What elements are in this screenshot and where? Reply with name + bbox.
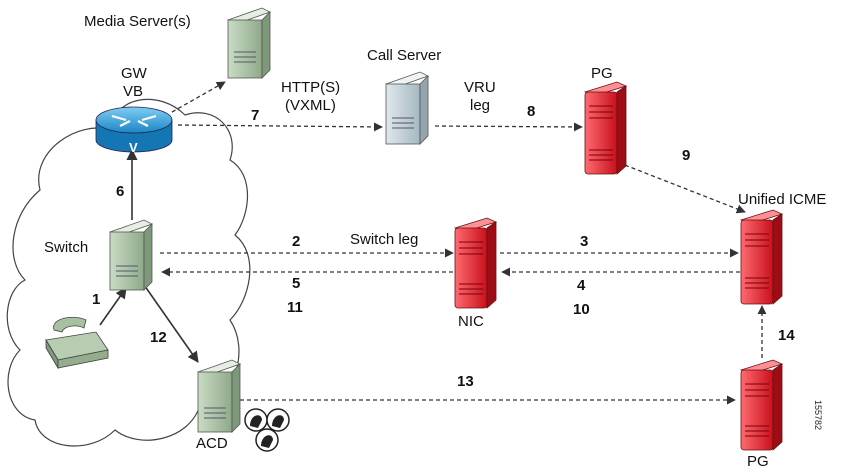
step-13: 13 bbox=[457, 373, 474, 390]
agents-icon bbox=[244, 408, 290, 452]
vxml-label: (VXML) bbox=[285, 97, 336, 114]
media-server-icon bbox=[226, 7, 272, 79]
step-9: 9 bbox=[682, 147, 690, 164]
step-2: 2 bbox=[292, 233, 300, 250]
acd-icon bbox=[196, 359, 242, 433]
pg-bottom-server-icon bbox=[739, 359, 784, 451]
step-4: 4 bbox=[577, 277, 586, 294]
step-8: 8 bbox=[527, 103, 535, 120]
unified-icme-label: Unified ICME bbox=[738, 191, 826, 208]
switch-label: Switch bbox=[44, 239, 88, 256]
call-server-icon bbox=[384, 71, 430, 145]
figure-id-label: 155782 bbox=[813, 400, 823, 430]
arrow-9-pg-to-icme bbox=[611, 159, 746, 214]
media-server-label: Media Server(s) bbox=[84, 13, 191, 30]
pg-bottom-label: PG bbox=[747, 453, 769, 470]
call-server-label: Call Server bbox=[367, 47, 441, 64]
step-7: 7 bbox=[251, 107, 259, 124]
vb-label: VB bbox=[123, 83, 143, 100]
gw-label: GW bbox=[121, 65, 148, 82]
arrow-1-phone-to-switch bbox=[99, 287, 127, 326]
acd-label: ACD bbox=[196, 435, 228, 452]
arrow-gw-to-media-server bbox=[171, 81, 226, 113]
step-6: 6 bbox=[116, 183, 124, 200]
leg-label: leg bbox=[470, 97, 490, 114]
pg-top-server-icon bbox=[583, 81, 628, 175]
telephone-icon bbox=[45, 316, 109, 370]
vru-label: VRU bbox=[464, 79, 496, 96]
switch-leg-label: Switch leg bbox=[350, 231, 418, 248]
router-v-label: V bbox=[129, 140, 138, 155]
switch-icon bbox=[108, 219, 154, 291]
step-3: 3 bbox=[580, 233, 588, 250]
arrow-7-gw-to-call-server bbox=[177, 122, 383, 132]
step-11: 11 bbox=[287, 299, 303, 316]
pg-top-label: PG bbox=[591, 65, 613, 82]
unified-icme-server-icon bbox=[739, 209, 784, 305]
nic-server-icon bbox=[453, 217, 498, 309]
step-12: 12 bbox=[150, 329, 167, 346]
arrow-12-switch-to-acd bbox=[141, 281, 199, 363]
step-14: 14 bbox=[778, 327, 795, 344]
nic-label: NIC bbox=[458, 313, 484, 330]
http-label: HTTP(S) bbox=[281, 79, 340, 96]
gateway-router-icon: V bbox=[95, 106, 173, 155]
step-10: 10 bbox=[573, 301, 590, 318]
step-5: 5 bbox=[292, 275, 300, 292]
step-1: 1 bbox=[92, 291, 100, 308]
arrow-8-call-server-to-pg bbox=[434, 122, 583, 132]
